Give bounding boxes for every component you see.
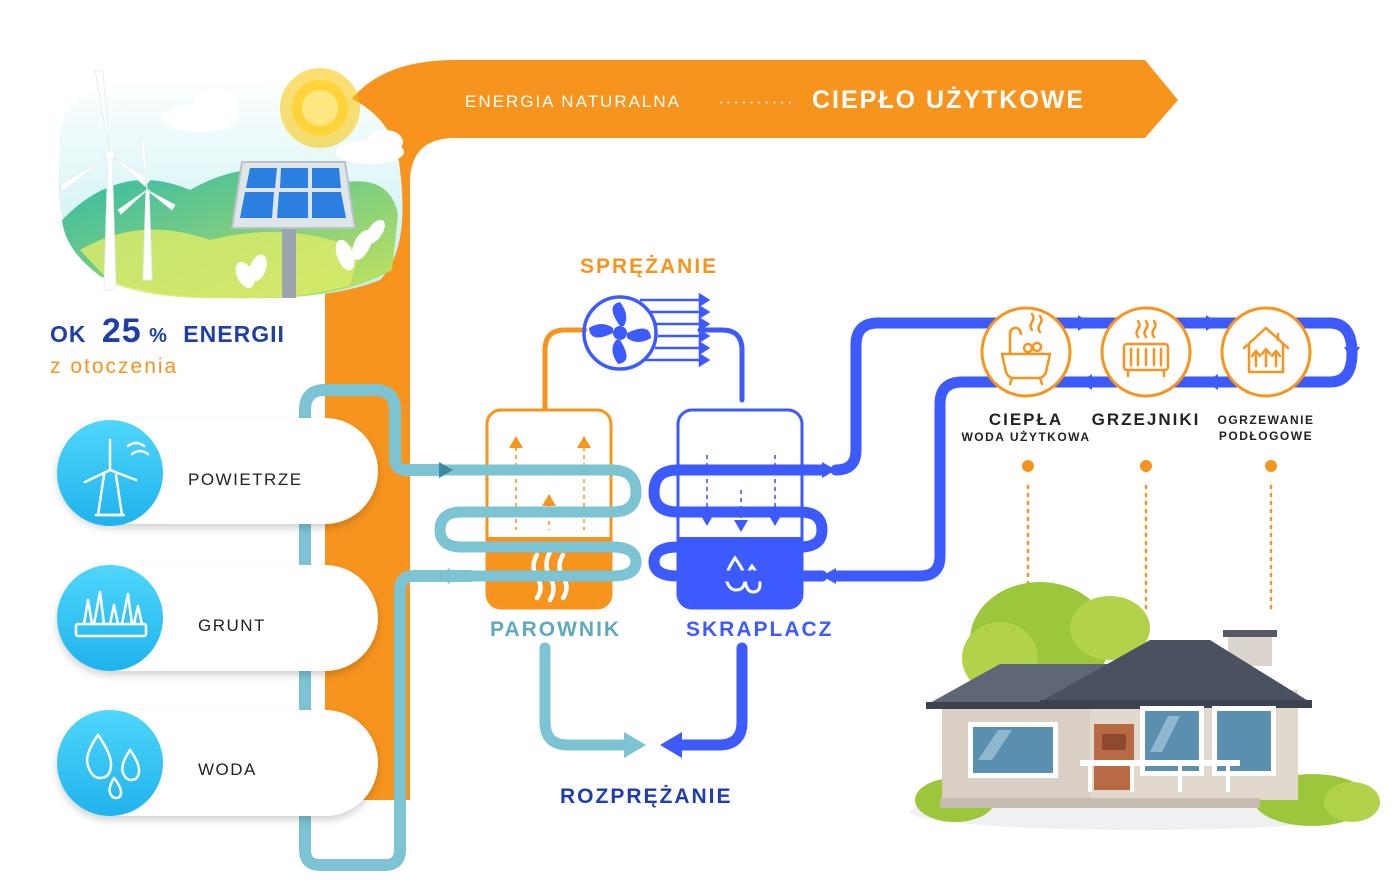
compressor-fan-icon — [582, 292, 711, 371]
sun-icon — [280, 68, 360, 148]
destination-connectors — [1022, 460, 1277, 614]
heating-loop-dots — [938, 418, 942, 452]
destination-label-floor-2: PODŁOGOWE — [1219, 429, 1313, 443]
house-illustration — [910, 582, 1380, 830]
destination-label-radiators: GRZEJNIKI — [1092, 410, 1201, 429]
condenser-label: SKRAPLACZ — [686, 618, 834, 641]
condenser-outlet-arrow — [822, 462, 836, 478]
evaporator-label: PAROWNIK — [490, 618, 621, 641]
wind-turbine-illustration — [59, 69, 176, 291]
evaporator-coil — [434, 464, 642, 582]
destination-hot-water[interactable] — [980, 306, 1072, 398]
destination-label-hot-water-2: WODA UŻYTKOWA — [961, 429, 1090, 444]
radiator-icon — [1122, 319, 1170, 378]
banner-left-text: ENERGIA NATURALNA — [465, 92, 681, 111]
condenser-coil — [648, 464, 828, 582]
evaporator-inlet-arrow — [439, 462, 453, 478]
svg-text:OK 25 % ENER: OK 25 % ENERGII — [50, 312, 285, 350]
solar-panel-icon — [230, 161, 357, 298]
destination-label-hot-water-1: CIEPŁA — [989, 410, 1063, 429]
energy-share-label: OK 25 % ENERGII z otoczenia — [50, 312, 285, 378]
energy-share-prefix: OK — [50, 321, 87, 347]
bathtub-icon — [1000, 312, 1052, 386]
heating-loop-arrows — [1078, 315, 1360, 390]
cloud-icon — [162, 66, 404, 164]
environment-illustration — [58, 66, 404, 299]
destination-floor-heating[interactable] — [1220, 306, 1312, 398]
process-expansion-label: ROZPRĘŻANIE — [560, 785, 733, 808]
grass-soil-icon — [57, 565, 163, 671]
source-label-ground: GRUNT — [198, 616, 266, 635]
leaf-icon — [235, 219, 385, 289]
source-label-water: WODA — [198, 760, 257, 779]
source-loop-dots — [398, 643, 402, 677]
compressor-pipe — [542, 327, 745, 413]
energy-share-suffix: ENERGII — [183, 321, 285, 347]
energy-flow-banner: ENERGIA NATURALNA ·········· CIEPŁO UŻYT… — [325, 60, 1178, 800]
expansion-valve-icon — [624, 732, 682, 758]
water-drops-icon — [57, 710, 163, 816]
process-compression-label: SPRĘŻANIE — [580, 255, 718, 278]
source-label-air: POWIETRZE — [188, 470, 303, 489]
destination-label-floor-1: OGRZEWANIE — [1217, 413, 1314, 427]
banner-dots: ·········· — [718, 92, 795, 111]
destination-radiators[interactable] — [1100, 306, 1192, 398]
energy-share-percent-sign: % — [149, 325, 168, 347]
expansion-pipe — [539, 642, 748, 751]
energy-share-percent: 25 — [102, 312, 142, 350]
banner-right-text: CIEPŁO UŻYTKOWE — [812, 86, 1085, 114]
energy-share-subtitle: z otoczenia — [50, 355, 178, 378]
wind-turbine-icon — [57, 420, 163, 526]
floor-heating-house-icon — [1242, 326, 1290, 374]
